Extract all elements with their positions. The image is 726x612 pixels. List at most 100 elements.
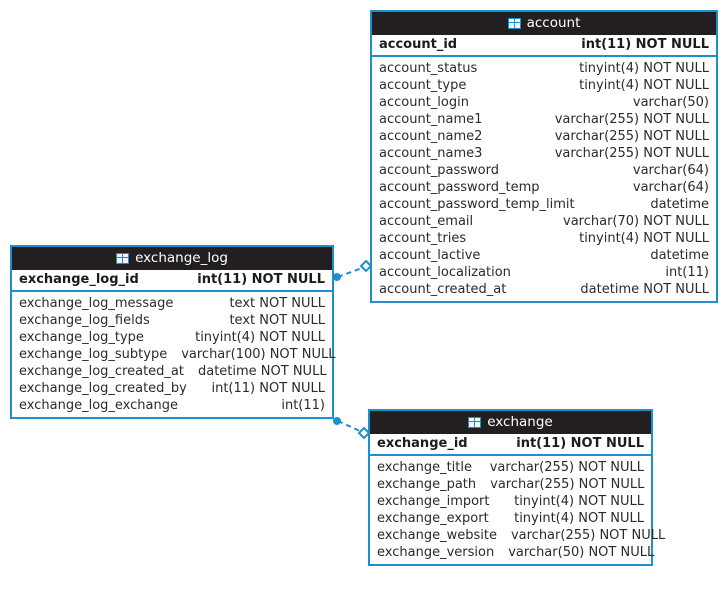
column-type: tinyint(4) NOT NULL [195,330,325,345]
column-row[interactable]: exchange_log_exchange int(11) [12,397,332,414]
column-name: exchange_log_subtype [19,347,168,362]
table-icon [507,18,521,29]
entity-title: account [526,15,581,31]
column-name: exchange_import [377,494,490,509]
entity-header-account: account [372,12,716,35]
column-type: varchar(50) NOT NULL [508,545,655,560]
column-type: text NOT NULL [229,313,325,328]
column-type: int(11) NOT NULL [211,381,325,396]
column-row[interactable]: exchange_title varchar(255) NOT NULL [370,459,651,476]
column-list: exchange_title varchar(255) NOT NULL exc… [370,456,665,564]
entity-exchange[interactable]: exchange exchange_id int(11) NOT NULL ex… [368,409,665,566]
column-row[interactable]: account_status tinyint(4) NOT NULL [372,60,716,77]
column-type: varchar(64) [632,163,709,178]
column-row[interactable]: account_password varchar(64) [372,162,716,179]
column-name: exchange_log_type [19,330,144,345]
column-type: int(11) [281,398,325,413]
column-row[interactable]: account_created_at datetime NOT NULL [372,281,716,298]
column-row[interactable]: account_password_temp varchar(64) [372,179,716,196]
column-type: datetime [650,197,709,212]
relationship-source-dot [333,273,341,281]
column-name: account_password_temp_limit [379,197,575,212]
column-type: varchar(100) NOT NULL [181,347,336,362]
column-row[interactable]: exchange_log_type tinyint(4) NOT NULL [12,329,332,346]
column-name: account_lactive [379,248,481,263]
column-name: exchange_log_created_by [19,381,187,396]
column-name: account_type [379,78,467,93]
primary-key-row[interactable]: exchange_log_id int(11) NOT NULL [12,270,332,292]
entity-title: exchange_log [135,250,228,266]
entity-header-exchange-log: exchange_log [12,247,332,270]
column-type: varchar(255) NOT NULL [554,129,709,144]
table-icon [116,253,130,264]
column-type: tinyint(4) NOT NULL [514,494,644,509]
column-row[interactable]: account_tries tinyint(4) NOT NULL [372,230,716,247]
column-type: varchar(255) NOT NULL [554,112,709,127]
column-row[interactable]: exchange_log_fields text NOT NULL [12,312,332,329]
column-row[interactable]: exchange_log_created_at datetime NOT NUL… [12,363,332,380]
column-row[interactable]: exchange_log_message text NOT NULL [12,295,332,312]
column-row[interactable]: account_password_temp_limit datetime [372,196,716,213]
column-type: varchar(70) NOT NULL [563,214,709,229]
column-row[interactable]: exchange_export tinyint(4) NOT NULL [370,510,651,527]
column-row[interactable]: account_name1 varchar(255) NOT NULL [372,111,716,128]
column-type: varchar(255) NOT NULL [510,528,666,543]
column-list: exchange_log_message text NOT NULL excha… [12,292,336,417]
primary-key-type: int(11) NOT NULL [581,37,709,52]
primary-key-name: account_id [379,37,458,52]
column-type: varchar(255) NOT NULL [490,477,645,492]
entity-account[interactable]: account account_id int(11) NOT NULL acco… [370,10,718,303]
column-row[interactable]: exchange_path varchar(255) NOT NULL [370,476,651,493]
column-name: exchange_path [377,477,477,492]
column-row[interactable]: account_lactive datetime [372,247,716,264]
column-type: datetime NOT NULL [580,282,709,297]
column-row[interactable]: account_email varchar(70) NOT NULL [372,213,716,230]
column-row[interactable]: exchange_log_created_by int(11) NOT NULL [12,380,332,397]
column-row[interactable]: account_login varchar(50) [372,94,716,111]
relationship-line [337,420,361,432]
column-row[interactable]: exchange_log_subtype varchar(100) NOT NU… [12,346,336,363]
column-type: varchar(255) NOT NULL [489,460,644,475]
column-type: text NOT NULL [229,296,325,311]
primary-key-row[interactable]: exchange_id int(11) NOT NULL [370,434,651,456]
table-icon [468,417,482,428]
column-row[interactable]: account_type tinyint(4) NOT NULL [372,77,716,94]
column-row[interactable]: exchange_version varchar(50) NOT NULL [370,544,655,561]
primary-key-type: int(11) NOT NULL [516,436,644,451]
primary-key-type: int(11) NOT NULL [197,272,325,287]
column-name: account_email [379,214,474,229]
column-name: account_tries [379,231,467,246]
primary-key-row[interactable]: account_id int(11) NOT NULL [372,35,716,57]
column-row[interactable]: account_localization int(11) [372,264,716,281]
column-list: account_status tinyint(4) NOT NULL accou… [372,57,716,301]
column-name: exchange_log_fields [19,313,150,328]
column-name: account_status [379,61,478,76]
column-row[interactable]: exchange_website varchar(255) NOT NULL [370,527,665,544]
entity-header-exchange: exchange [370,411,651,434]
column-type: datetime NOT NULL [197,364,327,379]
column-type: tinyint(4) NOT NULL [579,231,709,246]
relationship-exchange-log-account[interactable] [333,259,373,281]
column-name: account_name3 [379,146,483,161]
column-type: tinyint(4) NOT NULL [579,61,709,76]
column-name: exchange_title [377,460,472,475]
column-row[interactable]: exchange_import tinyint(4) NOT NULL [370,493,651,510]
primary-key-name: exchange_log_id [19,272,139,287]
entity-exchange-log[interactable]: exchange_log exchange_log_id int(11) NOT… [10,245,336,419]
column-type: tinyint(4) NOT NULL [514,511,644,526]
column-name: account_login [379,95,469,110]
primary-key-name: exchange_id [377,436,468,451]
relationship-exchange-log-exchange[interactable] [333,417,371,440]
column-type: datetime [650,248,709,263]
column-type: varchar(255) NOT NULL [554,146,709,161]
column-row[interactable]: account_name2 varchar(255) NOT NULL [372,128,716,145]
column-name: exchange_log_created_at [19,364,184,379]
relationship-source-dot [333,417,341,425]
entity-title: exchange [487,414,553,430]
column-name: account_name1 [379,112,483,127]
column-name: exchange_version [377,545,495,560]
column-row[interactable]: account_name3 varchar(255) NOT NULL [372,145,716,162]
column-type: tinyint(4) NOT NULL [579,78,709,93]
column-name: exchange_log_message [19,296,174,311]
